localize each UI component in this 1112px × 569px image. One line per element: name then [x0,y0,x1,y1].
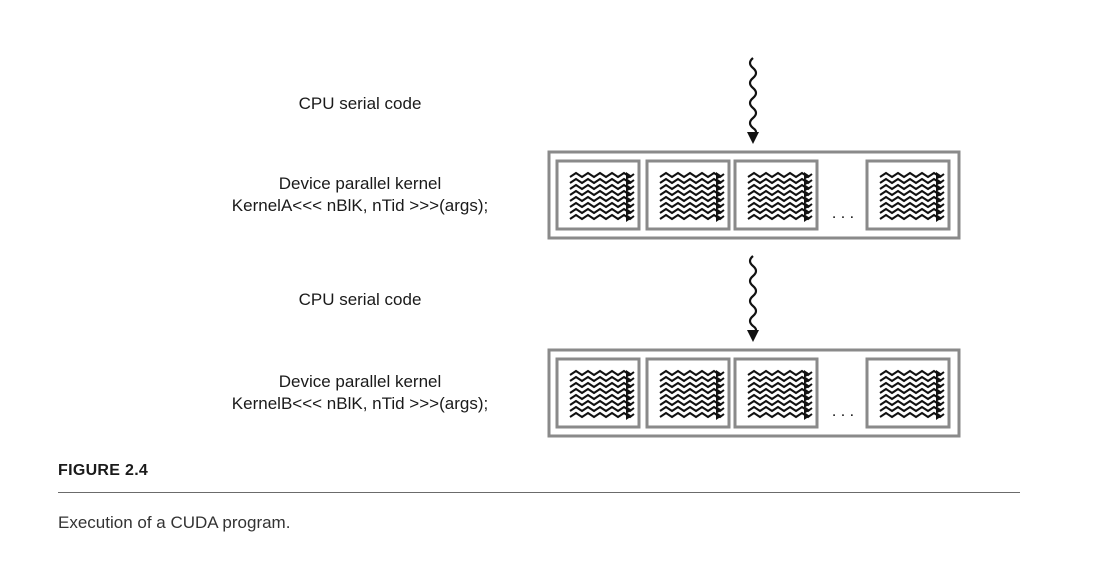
thread-block [735,359,817,427]
ellipsis: . . . [832,403,854,420]
kernel-a-label: Device parallel kernel [278,174,442,193]
kernel-b-label: Device parallel kernel [278,372,442,391]
thread-block [647,359,729,427]
serial-code-label-2: CPU serial code [298,290,422,309]
figure-number: FIGURE 2.4 [58,462,149,479]
thread-block [867,359,949,427]
thread-block [647,161,729,229]
serial-code-label-1: CPU serial code [298,94,422,113]
kernel-a-grid: . . . [547,150,961,240]
ellipsis: . . . [832,205,854,222]
caption-divider [58,492,1020,493]
kernel-a-call: KernelA<<< nBlK, nTid >>>(args); [231,196,489,215]
figure-caption: Execution of a CUDA program. [58,513,291,532]
serial-arrow-2 [745,254,761,344]
thread-block [867,161,949,229]
thread-block [735,161,817,229]
thread-block [557,359,639,427]
kernel-b-call: KernelB<<< nBlK, nTid >>>(args); [231,394,489,413]
serial-arrow-1 [745,56,761,146]
kernel-b-grid: . . . [547,348,961,438]
thread-block [557,161,639,229]
